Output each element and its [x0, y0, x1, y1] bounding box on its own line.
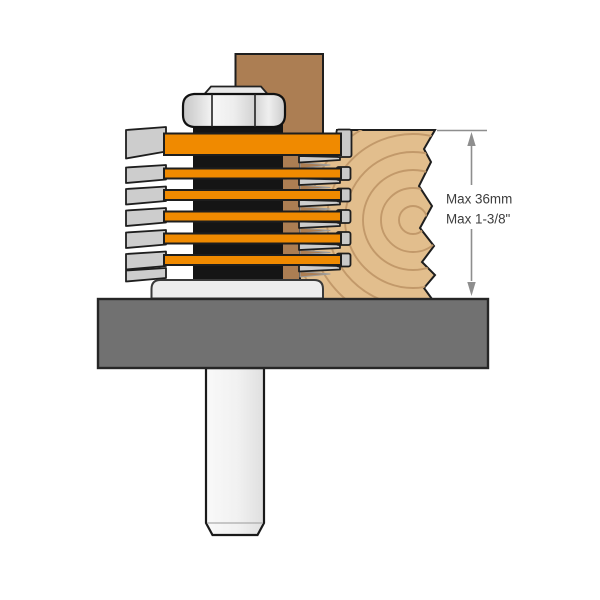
cutter-teeth-right [298, 155, 341, 273]
growth-ring [380, 187, 435, 253]
arrowhead-down-icon [467, 282, 476, 296]
arbor-washer [202, 85, 270, 95]
wood-finger [299, 205, 331, 213]
growth-ring [362, 169, 435, 271]
wood-finger-wedges [299, 161, 331, 278]
cutter-tooth-right [298, 155, 341, 164]
wood-finger [299, 249, 331, 256]
hex-nut [181, 92, 287, 129]
dimension-label-inch: Max 1-3/8" [446, 212, 511, 227]
cutter-disc [163, 189, 342, 201]
base-washer-plate [150, 279, 324, 300]
dimension-label-mm: Max 36mm [446, 192, 512, 207]
cutter-disc [163, 210, 342, 223]
cutter-blade [125, 164, 167, 184]
cutter-disc [163, 167, 342, 180]
wood-finger [299, 227, 331, 235]
mounting-table [96, 297, 490, 370]
arrowhead-up-icon [467, 132, 476, 146]
cutter-blade [125, 185, 167, 206]
hex-nut-body [181, 92, 287, 129]
cutter-disc [163, 132, 342, 156]
cutter-discs [163, 132, 342, 266]
cutter-blade [125, 229, 167, 249]
cutter-blade [125, 250, 167, 271]
cutter-disc [163, 232, 342, 245]
cutter-blade [125, 207, 167, 227]
dimension-annotation: Max 36mm Max 1-3/8" [437, 129, 512, 296]
cutter-blade [125, 267, 167, 283]
wood-finger [299, 270, 331, 278]
wood-finger [299, 161, 331, 170]
cutter-blades-left [125, 126, 167, 283]
label-background [442, 185, 508, 229]
cutter-disc [163, 254, 342, 266]
cutter-blade [125, 126, 167, 160]
shank-body [204, 366, 266, 537]
wood-finger [299, 184, 331, 191]
shank [204, 366, 266, 537]
